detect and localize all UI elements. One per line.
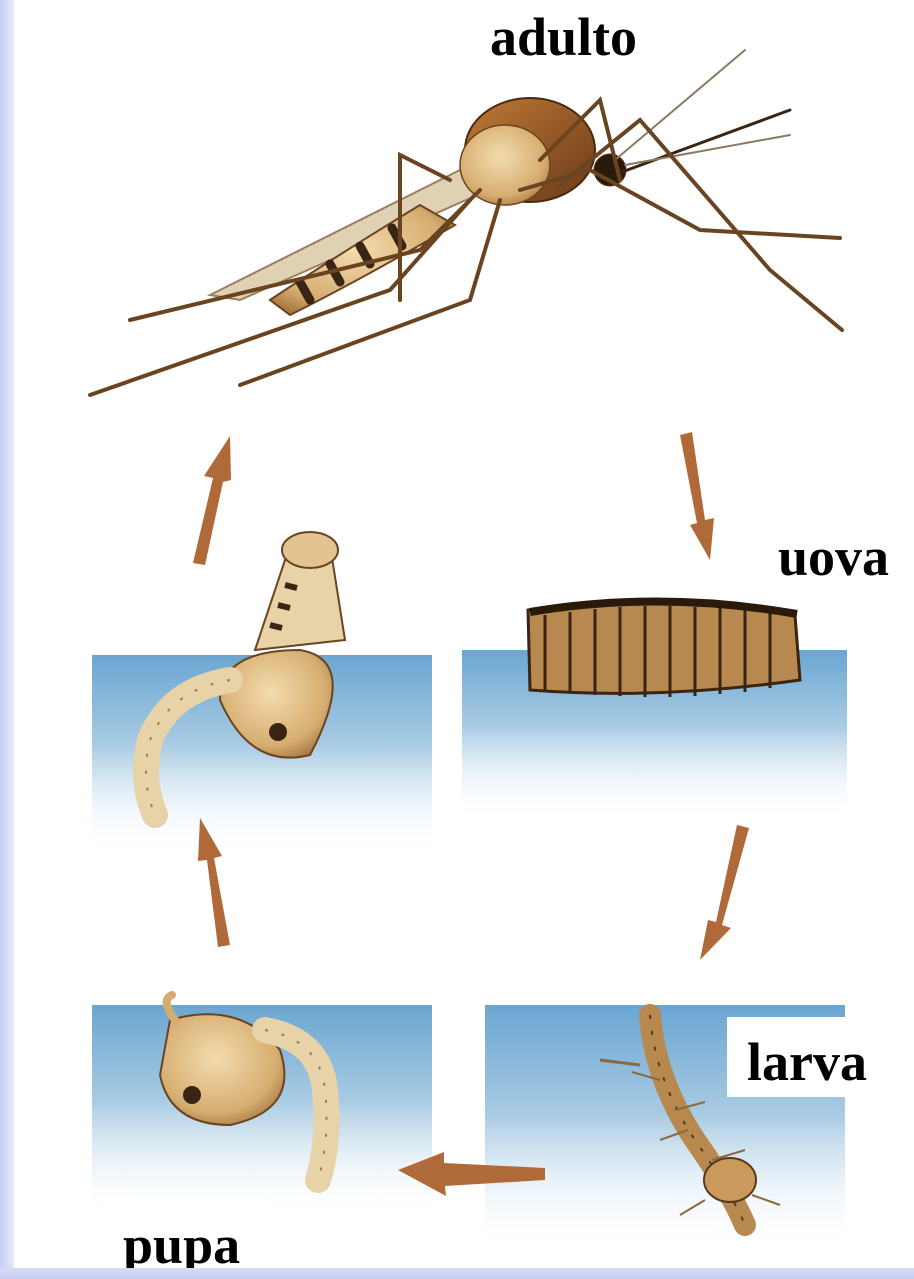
arrow-surface-to-adult [193, 436, 231, 565]
adult-mosquito [90, 50, 842, 395]
label-uova: uova [778, 530, 889, 584]
label-pupa: pupa [105, 1196, 270, 1276]
egg-raft [528, 601, 800, 697]
arrow-eggs-to-larva [700, 825, 749, 960]
label-adulto: adulto [490, 10, 637, 64]
label-larva: larva [727, 1017, 889, 1097]
arrow-adult-to-eggs [680, 432, 714, 560]
bottom-edge-band [0, 1268, 914, 1279]
